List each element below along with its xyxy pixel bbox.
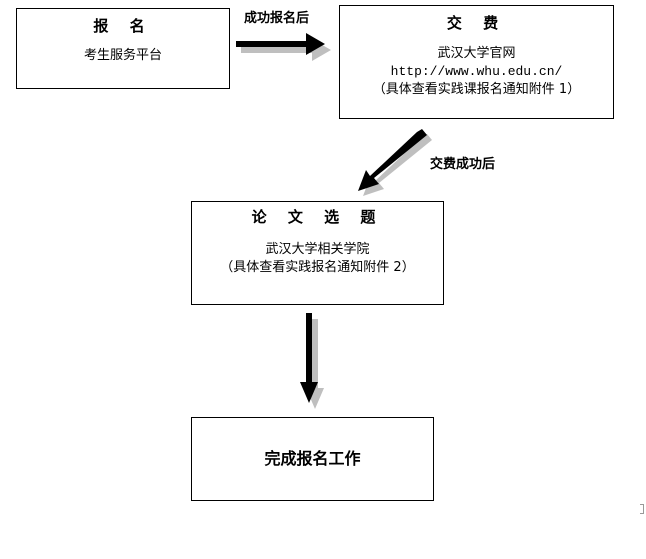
- register-step-box: 报 名 考生服务平台: [16, 8, 230, 89]
- arrow-register-to-payment: [236, 33, 331, 61]
- register-platform-text: 考生服务平台: [83, 48, 162, 63]
- done-step-box: 完成报名工作: [191, 417, 434, 501]
- payment-step-title: 交 费: [446, 14, 507, 32]
- payment-url: http://www.whu.edu.cn/: [390, 64, 563, 79]
- payment-site-name: 武汉大学官网: [437, 46, 516, 61]
- register-step-title: 报 名: [93, 17, 153, 35]
- done-step-title: 完成报名工作: [264, 449, 361, 468]
- topic-step-title: 论 文 选 题: [251, 208, 384, 226]
- arrow-topic-to-done: [300, 313, 324, 409]
- after-register-arrow-label: 成功报名后: [244, 11, 310, 26]
- arrow-payment-to-topic: [358, 129, 432, 196]
- topic-school-text: 武汉大学相关学院: [265, 242, 370, 257]
- topic-step-box: 论 文 选 题 武汉大学相关学院 （具体查看实践报名通知附件 2）: [191, 201, 444, 305]
- after-payment-arrow-label: 交费成功后: [430, 157, 496, 172]
- payment-note: （具体查看实践课报名通知附件 1）: [372, 82, 581, 97]
- payment-step-box: 交 费 武汉大学官网 http://www.whu.edu.cn/ （具体查看实…: [339, 5, 614, 119]
- page-corner-mark: [640, 504, 644, 514]
- topic-note: （具体查看实践报名通知附件 2）: [220, 260, 415, 275]
